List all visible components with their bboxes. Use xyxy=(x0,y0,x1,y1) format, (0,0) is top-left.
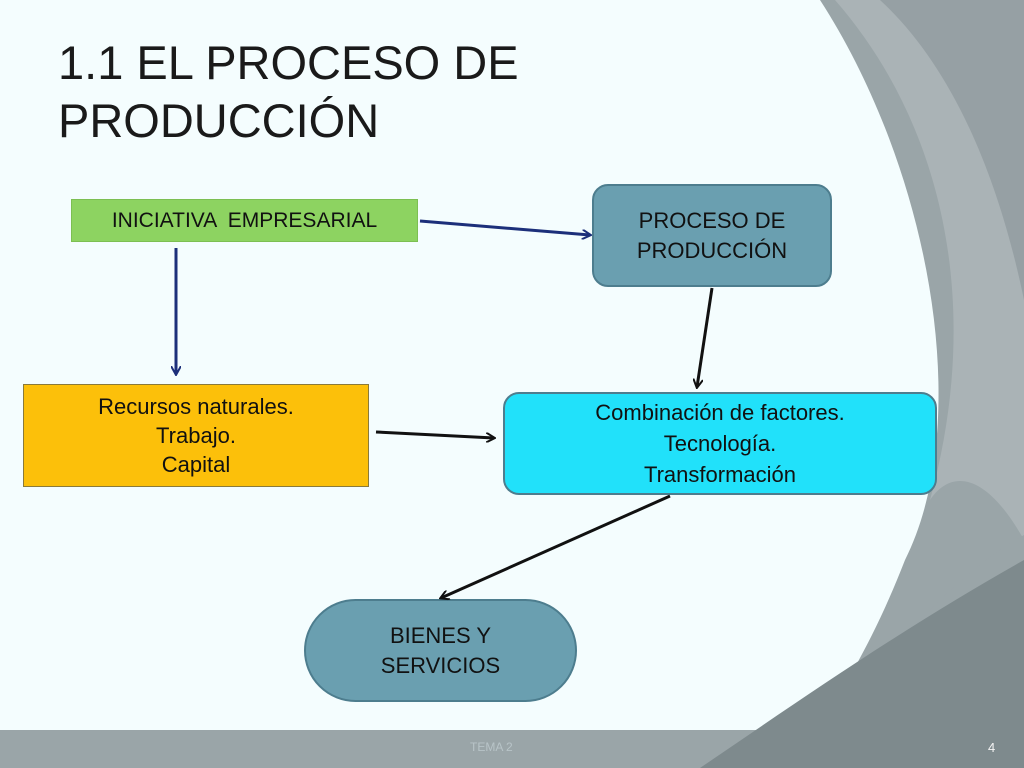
node-label-line: Tecnología. xyxy=(663,431,777,456)
node-label-line: PRODUCCIÓN xyxy=(636,237,788,263)
slide-title: 1.1 EL PROCESO DE PRODUCCIÓN xyxy=(58,34,658,150)
node-combinacion-de-factores: Combinación de factores. Tecnología. Tra… xyxy=(503,392,937,495)
title-line-1: 1.1 EL PROCESO DE xyxy=(58,36,519,89)
page-number: 4 xyxy=(988,740,996,755)
node-label-line: Trabajo. xyxy=(156,423,236,448)
node-label-line: Combinación de factores. xyxy=(595,400,845,425)
node-label-line: Transformación xyxy=(643,462,796,487)
node-label-line: Recursos naturales. xyxy=(98,394,294,419)
node-label-line: PROCESO DE xyxy=(638,207,786,233)
node-proceso-de-produccion: PROCESO DE PRODUCCIÓN xyxy=(592,184,832,287)
node-iniciativa-empresarial: INICIATIVA EMPRESARIAL xyxy=(71,199,418,242)
node-label-line: BIENES Y xyxy=(389,622,492,648)
title-line-2: PRODUCCIÓN xyxy=(58,94,380,147)
footer-label: TEMA 2 xyxy=(470,740,513,754)
node-label-line: Capital xyxy=(161,452,231,477)
node-label-line: SERVICIOS xyxy=(380,652,501,678)
node-recursos: Recursos naturales. Trabajo. Capital xyxy=(23,384,369,487)
node-bienes-y-servicios: BIENES Y SERVICIOS xyxy=(304,599,577,702)
node-label: INICIATIVA EMPRESARIAL xyxy=(111,208,378,232)
